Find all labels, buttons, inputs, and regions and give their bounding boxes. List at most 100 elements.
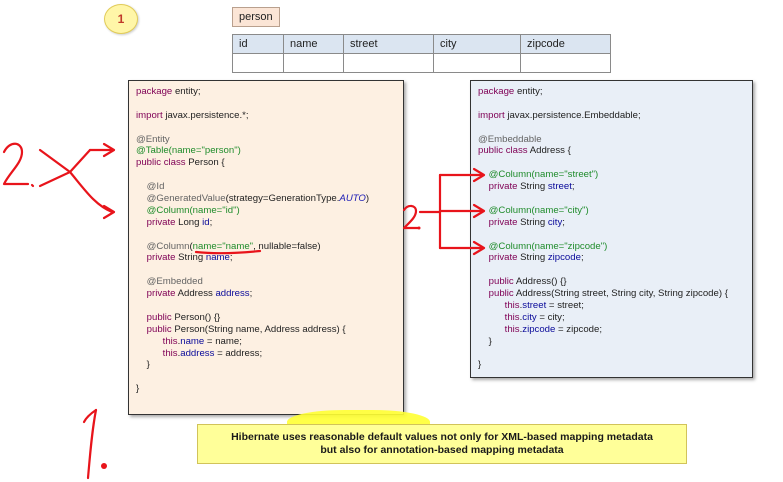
code-token: @Embeddable [478,133,542,145]
code-token: AUTO [339,193,366,205]
code-token: . [519,323,523,335]
code-line: public class Person { [136,157,396,169]
code-token: private [136,288,176,300]
code-token: package [136,86,173,97]
code-token: public [136,323,172,335]
code-token: @Column(name="zipcode") [478,240,608,252]
code-token: String [517,181,548,193]
code-token: = address; [214,347,263,359]
code-token: ; [229,252,233,264]
code-token: Address { [527,145,571,157]
arrow-to-column-id-head [102,204,116,220]
code-line: } [136,359,396,371]
code-token: import [478,109,505,121]
code-token: public [478,276,514,288]
underline-name [194,249,262,255]
code-line: @GeneratedValue(strategy=GenerationType.… [136,193,396,205]
code-token: package [478,86,515,97]
code-token: @Column [136,240,190,252]
code-token: private [478,252,518,264]
note-line-2: but also for annotation-based mapping me… [320,444,564,456]
code-token: @Id [136,181,165,193]
arrow-to-city-head [472,203,486,219]
code-token: Person() {} [171,311,221,323]
code-line: private String city; [478,217,745,229]
code-token: private [136,216,176,228]
right-bracket [418,173,442,250]
code-token: street [547,181,572,193]
code-token: = city; [536,311,565,323]
code-line: private Long id; [136,217,396,229]
code-line: } [478,359,745,371]
code-line: private String street; [478,181,745,193]
arrow-to-zipcode-head [472,240,486,256]
code-line: public Address(String street, String cit… [478,288,745,300]
code-token: Address [175,288,216,300]
code-token: = name; [204,335,242,347]
code-token: (strategy=GenerationType. [225,193,340,205]
code-line: package entity; [136,86,396,98]
code-line: private String name; [136,252,396,264]
column-city: city [433,34,521,54]
code-token: ; [562,216,565,228]
code-token: , nullable=false) [253,240,321,252]
code-token: @Entity [136,133,170,145]
code-line: this.city = city; [478,312,745,324]
code-token: ) [365,193,370,205]
handwritten-1-bottom [86,408,98,480]
code-token: this [136,347,178,359]
code-token: } [478,359,482,371]
code-token: private [478,181,518,193]
code-token: javax.persistence.*; [162,109,249,121]
note-box: Hibernate uses reasonable default values… [197,424,687,464]
code-line: } [478,336,745,348]
bracket-arrow-path [38,148,114,214]
person-table: id name street city zipcode [232,34,611,73]
code-line: @Column(name="city") [478,205,745,217]
code-line: @Column(name="id") [136,205,396,217]
handwritten-1-flag [82,408,98,424]
code-line: @Entity [136,134,396,146]
code-line: @Id [136,181,396,193]
code-token: @Column(name="city") [478,204,589,216]
code-token: zipcode [547,252,581,264]
code-token: javax.persistence.Embeddable; [504,109,641,121]
code-token: city [522,311,537,323]
code-token: entity; [514,86,543,97]
code-token: . [519,311,523,323]
code-token: @GeneratedValue [136,193,226,205]
code-line: public Person() {} [136,312,396,324]
code-token: } [478,335,492,347]
code-token: address [215,288,250,300]
code-token: private [478,216,518,228]
step-number-badge: 1 [104,4,138,34]
code-line: @Column(name="street") [478,169,745,181]
code-token: city [547,216,563,228]
column-id: id [232,34,284,54]
code-token: ; [249,288,253,300]
code-line: this.street = street; [478,300,745,312]
code-token: } [136,383,140,395]
code-token: import [136,109,163,121]
handwritten-dot-bottom [101,463,107,469]
handwritten-2-left [2,142,30,186]
code-line: } [136,383,396,395]
code-token: entity; [172,86,201,97]
code-token: Address(String street, String city, Stri… [513,288,728,300]
code-token: address [180,347,215,359]
code-token: . [177,347,181,359]
code-token: = street; [546,300,584,312]
code-token: Person { [185,157,225,169]
table-cell [520,53,611,73]
code-line: @Table(name="person") [136,145,396,157]
code-line: public class Address { [478,145,745,157]
code-token: } [136,359,150,371]
code-token: this [478,300,520,312]
code-line: this.zipcode = zipcode; [478,324,745,336]
code-line: @Column(name="name", nullable=false) [136,241,396,253]
code-token: zipcode [522,323,556,335]
code-token: public [136,311,172,323]
code-token: String [517,216,548,228]
code-token: this [478,323,520,335]
